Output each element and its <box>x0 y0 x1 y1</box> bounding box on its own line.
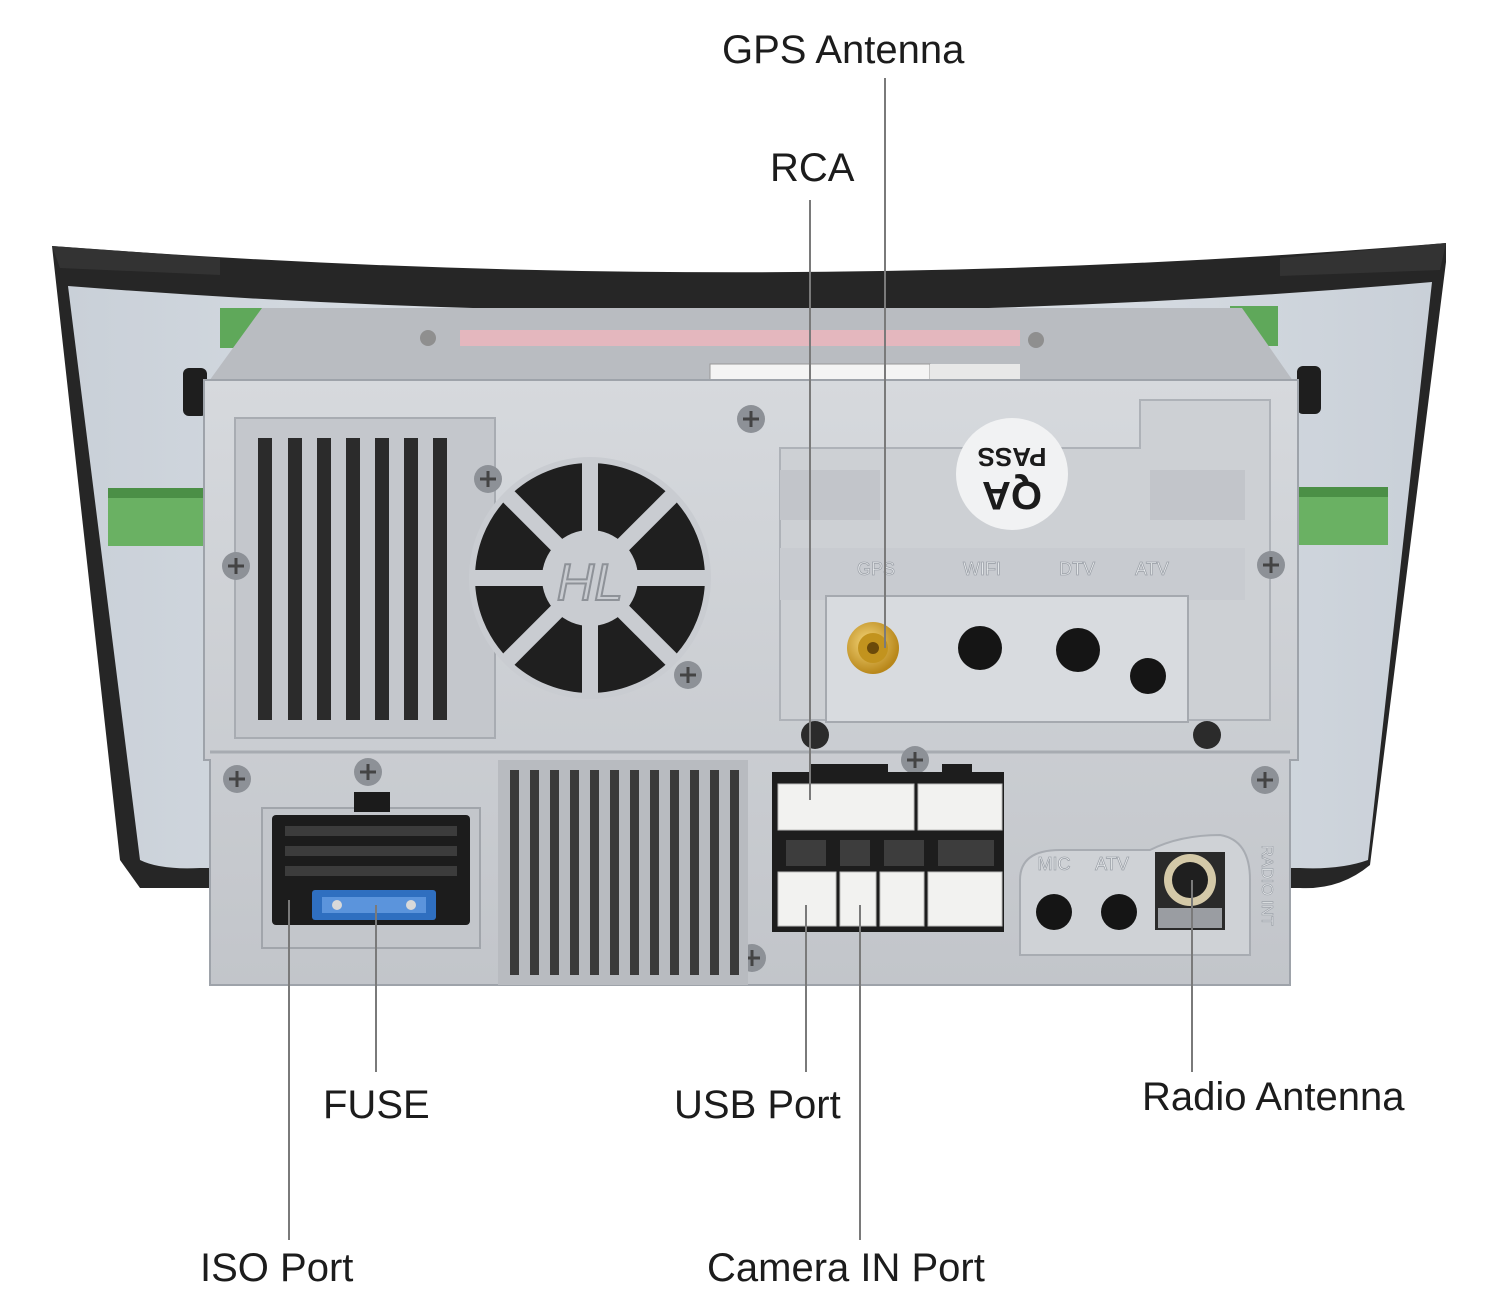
screw-icon <box>1193 721 1221 749</box>
screw-icon <box>674 661 702 689</box>
label-atv-top: ATV <box>1135 559 1169 579</box>
qa-sticker-line1: QA <box>982 473 1042 517</box>
label-wifi: WIFI <box>963 559 1001 579</box>
fuse[interactable] <box>312 890 436 920</box>
label-atv-bottom: ATV <box>1095 854 1129 874</box>
radio-antenna-port[interactable] <box>1155 852 1225 930</box>
screw-icon <box>1257 551 1285 579</box>
dtv-port-hole <box>1056 628 1100 672</box>
callout-rca: RCA <box>770 146 855 190</box>
callout-gps-antenna: GPS Antenna <box>722 28 965 72</box>
iso-connector[interactable] <box>261 792 481 949</box>
label-dtv: DTV <box>1059 559 1095 579</box>
callout-fuse: FUSE <box>323 1083 430 1127</box>
cooling-fan: HL <box>469 457 711 699</box>
wifi-port-hole <box>958 626 1002 670</box>
callout-usb-port: USB Port <box>674 1083 841 1127</box>
screw-icon <box>737 405 765 433</box>
mic-jack[interactable] <box>1036 894 1072 930</box>
label-radio-int: RADIO INT <box>1258 845 1275 926</box>
screw-icon <box>354 758 382 786</box>
qa-pass-sticker: QA PASS <box>956 418 1068 530</box>
label-gps: GPS <box>857 559 895 579</box>
atv-port-hole <box>1130 658 1166 694</box>
chassis-top <box>204 308 1298 388</box>
label-mic: MIC <box>1038 854 1071 874</box>
atv-jack[interactable] <box>1101 894 1137 930</box>
harness-connector-block[interactable] <box>772 764 1004 932</box>
gps-antenna-port[interactable] <box>847 622 899 674</box>
callout-iso-port: ISO Port <box>200 1246 354 1290</box>
callout-radio-antenna: Radio Antenna <box>1142 1075 1405 1119</box>
vent-slots-upper <box>258 438 447 720</box>
screw-icon <box>474 465 502 493</box>
mount-knob-left <box>183 368 207 416</box>
screw-icon <box>901 746 929 774</box>
screw-icon <box>1251 766 1279 794</box>
fan-logo: HL <box>557 554 623 612</box>
callout-camera-in-port: Camera IN Port <box>707 1246 985 1290</box>
screw-icon <box>223 765 251 793</box>
screw-icon <box>222 552 250 580</box>
camera-in-connector[interactable] <box>839 871 877 927</box>
screw-icon <box>801 721 829 749</box>
leader-lines <box>288 78 1193 1240</box>
qa-sticker-line2: PASS <box>978 442 1047 472</box>
vent-slots-lower <box>498 760 748 985</box>
mount-knob-right <box>1297 366 1321 414</box>
